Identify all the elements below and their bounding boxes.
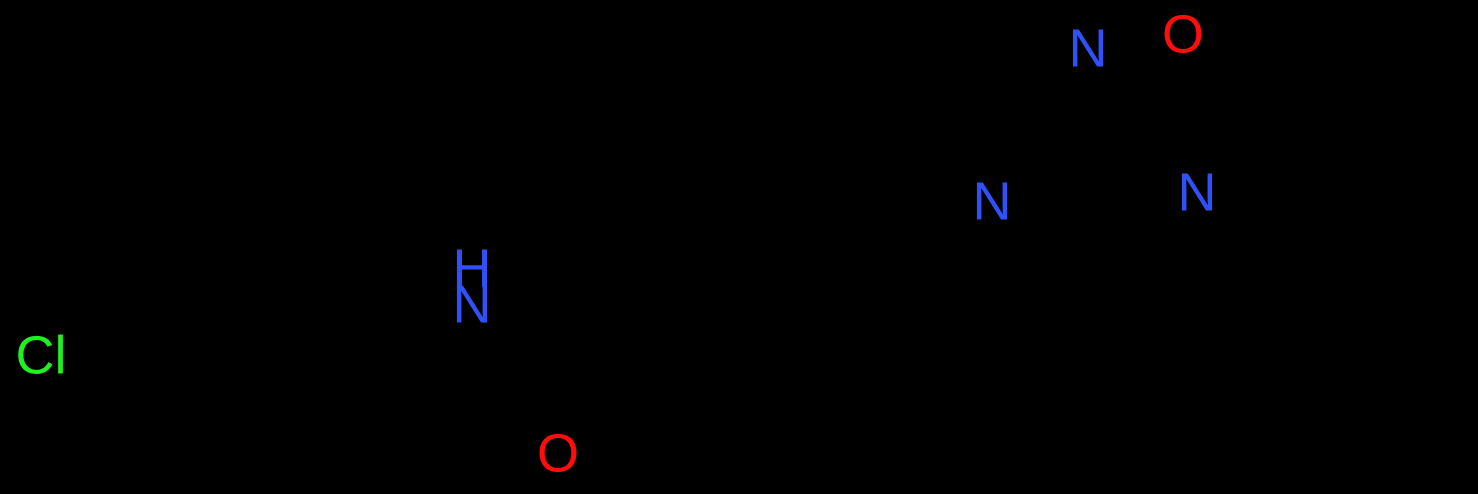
atom-label-o-o2: O xyxy=(1162,4,1204,64)
cyclohexyl-b3 xyxy=(1308,311,1408,374)
carbonyl-to-benzene xyxy=(518,328,618,390)
benzene-b3-line-b xyxy=(719,181,789,227)
benzene-to-oxadiazole xyxy=(805,163,905,226)
atom-label-n-n2: N xyxy=(973,171,1012,231)
benzene-b6 xyxy=(614,328,714,391)
n-to-carbonyl xyxy=(469,333,523,389)
clphenyl-b3-line-b xyxy=(239,153,310,199)
oxad-n2-n3 xyxy=(1006,77,1082,193)
oxad-n3-o2 xyxy=(1102,52,1166,76)
atom-label-n-n1: N xyxy=(453,274,492,334)
atom-label-o-o1: O xyxy=(537,423,579,483)
atom-label-n-n3: N xyxy=(1069,18,1108,78)
cyclohexyl-b1 xyxy=(1308,146,1408,209)
benzene-b2 xyxy=(614,163,714,226)
benzene-b5-line-a xyxy=(709,328,810,391)
clphenyl-b5-line-b xyxy=(239,299,310,345)
clphenyl-b6 xyxy=(134,300,235,363)
benzene-b3-line-a xyxy=(709,163,810,226)
cl-to-ring xyxy=(39,300,139,363)
oxad-n4-c2 xyxy=(1009,192,1176,209)
clphenyl-b3-line-a xyxy=(230,135,330,198)
bond-layer xyxy=(39,52,1410,433)
benzene-b5-line-b xyxy=(719,327,789,373)
oxad-n4-c xyxy=(1117,217,1200,293)
carbonyl-double-line-b xyxy=(514,397,547,433)
oxad-c-n2-line-b xyxy=(908,178,961,207)
oxad-o2-c xyxy=(1186,61,1214,169)
carbonyl-double-line-a xyxy=(516,383,562,433)
clphenyl-b5-line-a xyxy=(230,300,330,363)
cyclohexyl-b6 xyxy=(1212,146,1312,209)
cyclohexyl-b4 xyxy=(1212,311,1312,374)
atom-label-cl-cl1: Cl xyxy=(16,325,67,385)
oxad-c-n2-line-a xyxy=(901,163,977,202)
atom-label-n-n4: N xyxy=(1178,162,1217,222)
clphenyl-b2 xyxy=(134,135,235,198)
atom-label-h-h1: H xyxy=(453,238,492,298)
